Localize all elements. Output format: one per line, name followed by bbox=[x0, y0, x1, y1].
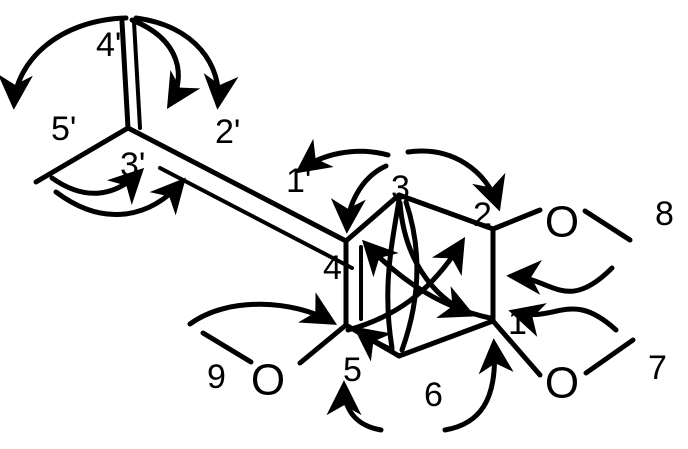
corr-h6-to-c1-arrow bbox=[442, 338, 514, 433]
corr-h5-to-c2-inner-arrow bbox=[345, 237, 466, 333]
corr-2p-lower-arrow bbox=[53, 177, 186, 217]
atom-label-c6: 6 bbox=[424, 376, 443, 414]
bond-c2-o8 bbox=[490, 207, 543, 232]
bond-c5-o9 bbox=[297, 322, 349, 366]
atom-label-layer: 1 2 3 4 5 6 7 8 9 1' 2' 3' 4' 5' bbox=[51, 26, 674, 414]
oxygen-atom-lower-right: O bbox=[545, 359, 579, 408]
atom-label-c2: 2 bbox=[473, 196, 492, 234]
bond-c3p-c5p bbox=[33, 125, 131, 185]
bond-c6-c1 bbox=[396, 318, 496, 359]
corr-h3-to-c2-arrow bbox=[405, 148, 506, 212]
bond-c4-c1p bbox=[125, 125, 349, 244]
bond-skeleton bbox=[33, 19, 636, 378]
corr-ome8-to-c2-arrow bbox=[506, 260, 615, 295]
corr-4p-to-5p-arrow bbox=[0, 15, 129, 110]
atom-label-c1: 1 bbox=[508, 304, 527, 342]
atom-label-c3: 3 bbox=[391, 169, 410, 207]
atom-label-c3-prime: 3' bbox=[120, 146, 145, 184]
corr-3p-lower-arrow bbox=[49, 167, 145, 205]
atom-label-c2-prime: 2' bbox=[215, 113, 240, 151]
oxygen-atom-upper-right: O bbox=[545, 198, 579, 247]
atom-label-c7: 7 bbox=[648, 349, 667, 387]
atom-label-c4: 4 bbox=[323, 249, 342, 287]
bond-c3p-c4p bbox=[119, 19, 131, 131]
bond-o8-me8 bbox=[582, 208, 633, 243]
atom-label-c5: 5 bbox=[343, 351, 362, 389]
atom-label-c9: 9 bbox=[207, 358, 226, 396]
atom-label-c5-prime: 5' bbox=[51, 110, 76, 148]
atom-label-c8: 8 bbox=[655, 195, 674, 233]
bond-c3p-c4p-inner bbox=[132, 20, 142, 130]
corr-ome7-to-c1-arrow bbox=[508, 303, 619, 337]
corr-ome9-to-c4-arrow bbox=[187, 292, 338, 327]
corr-4p-to-3p-arrow bbox=[129, 17, 201, 109]
oxygen-label-layer: O O O bbox=[251, 198, 579, 408]
bond-c1-o7 bbox=[490, 318, 543, 378]
bond-o7-me7 bbox=[583, 337, 636, 376]
bond-o9-me9 bbox=[200, 330, 254, 365]
corr-h6-to-c5-arrow bbox=[326, 380, 384, 433]
bond-c4-c1p-inner bbox=[158, 166, 354, 270]
corr-h6-to-c5-inner-arrow bbox=[353, 326, 395, 362]
atom-label-c4-prime: 4' bbox=[96, 26, 121, 64]
correlation-arrow-group bbox=[0, 15, 619, 433]
corr-h1-to-c4-inner-arrow bbox=[361, 239, 493, 321]
atom-label-c1-prime: 1' bbox=[286, 162, 311, 200]
corr-4p-to-2p-arrow bbox=[133, 15, 239, 110]
corr-inner-c3-c6-arc2 bbox=[399, 199, 420, 353]
oxygen-atom-lower-left: O bbox=[251, 356, 285, 405]
corr-h3-to-1p-arrow bbox=[295, 138, 391, 174]
bond-c2-c3 bbox=[396, 192, 496, 232]
corr-h3-to-c4-arrow bbox=[330, 163, 389, 234]
